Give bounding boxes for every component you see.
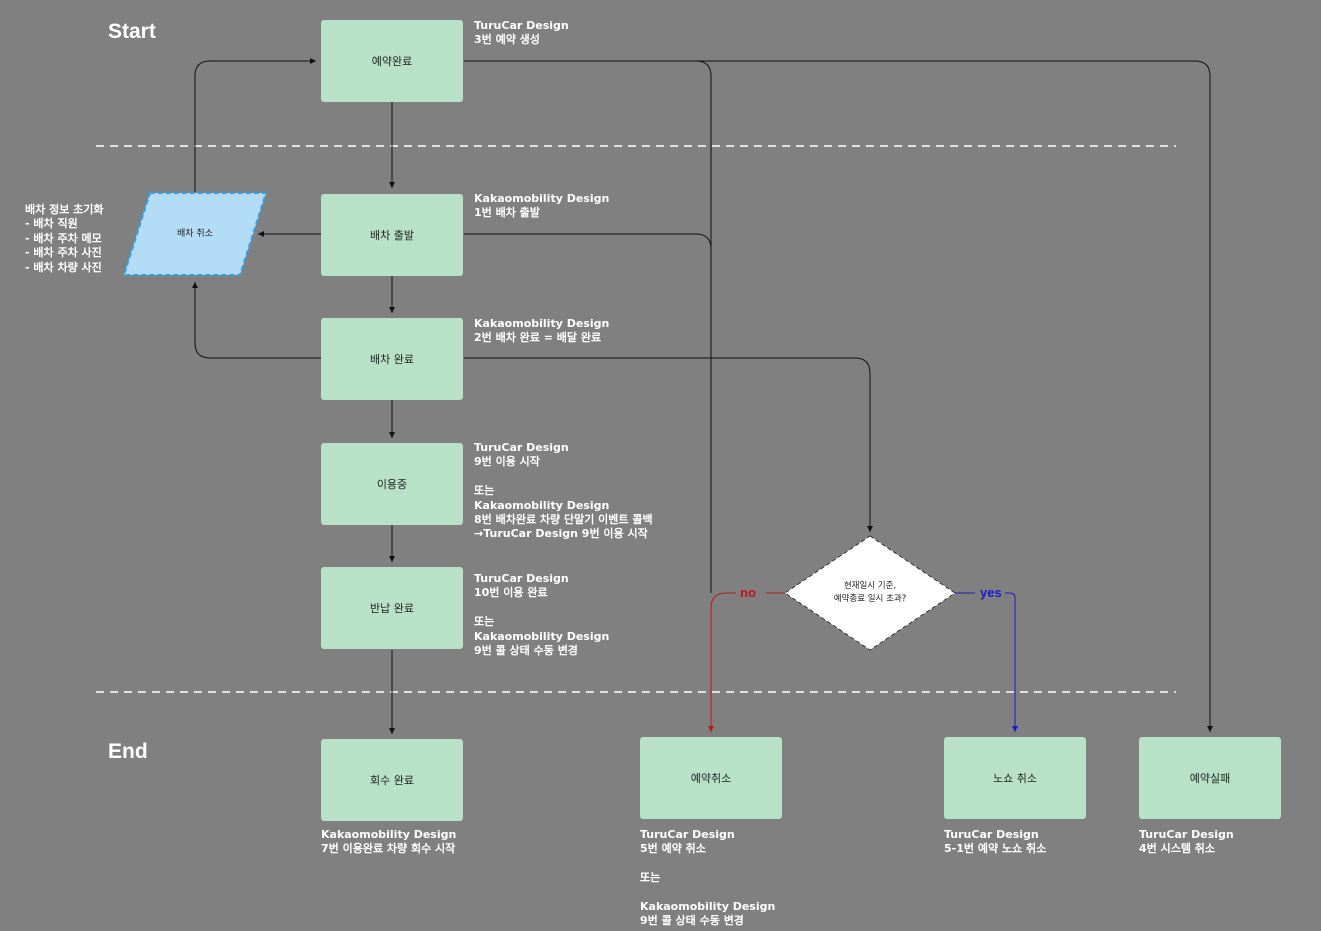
node-reservation-fail[interactable]: 예약실패 bbox=[1139, 737, 1281, 819]
note-line: Kakaomobility Design bbox=[474, 498, 610, 512]
note-line: 배차 정보 초기화 bbox=[25, 203, 104, 216]
note-line: TuruCar Design bbox=[944, 828, 1039, 841]
dispatch-cancel-parallelogram bbox=[122, 192, 268, 276]
note-line: →TuruCar Design 9번 이용 시작 bbox=[474, 527, 648, 541]
yes-branch-label: yes bbox=[978, 585, 1004, 600]
note-line: 8번 배차완료 차량 단말기 이벤트 콜백 bbox=[474, 513, 653, 527]
note-line bbox=[640, 886, 775, 900]
arrow-reserved-to-cancel-line bbox=[464, 60, 712, 593]
note-line: TuruCar Design bbox=[640, 828, 735, 841]
arrow-done-to-cancel bbox=[192, 282, 321, 359]
end-label: End bbox=[108, 740, 148, 763]
note-line: 또는 bbox=[640, 871, 661, 885]
note-line: Kakaomobility Design bbox=[474, 629, 610, 643]
arrow-reserved-to-fail bbox=[464, 60, 1213, 732]
node-dispatch-done[interactable]: 배차 완료 bbox=[321, 318, 463, 400]
node-returned[interactable]: 반납 완료 bbox=[321, 567, 463, 649]
no-branch-line bbox=[711, 592, 785, 732]
note-line: 2번 배차 완료 = 배달 완료 bbox=[474, 331, 602, 345]
note-line: - 배차 주차 메모 bbox=[25, 231, 102, 245]
note-line: 4번 시스템 취소 bbox=[1139, 842, 1216, 856]
decision-line-2: 예약종료 일시 초과? bbox=[833, 594, 907, 604]
decision-label: 현재일시 기준, 예약종료 일시 초과? bbox=[800, 580, 940, 606]
note-line: - 배차 차량 사진 bbox=[25, 260, 102, 274]
note-line: - 배차 주차 사진 bbox=[25, 246, 102, 260]
note-line: 또는 bbox=[474, 615, 495, 629]
node-reserved[interactable]: 예약완료 bbox=[321, 20, 463, 102]
note-line: 5번 예약 취소 bbox=[640, 842, 706, 856]
node-reservation-cancel[interactable]: 예약취소 bbox=[640, 737, 782, 819]
yes-branch-line bbox=[955, 592, 1015, 732]
note-line: 3번 예약 생성 bbox=[474, 33, 540, 47]
node-collected[interactable]: 회수 완료 bbox=[321, 739, 463, 821]
note-line: 5-1번 예약 노쇼 취소 bbox=[944, 842, 1047, 856]
no-branch-label: no bbox=[738, 585, 758, 600]
note-line: 7번 이용완료 차량 회수 시작 bbox=[321, 842, 456, 856]
note-line: TuruCar Design bbox=[1139, 828, 1234, 841]
arrow-cancel-to-reserved bbox=[194, 58, 316, 192]
note-line bbox=[474, 601, 609, 615]
dispatch-cancel-label: 배차 취소 bbox=[177, 229, 213, 239]
note-line: TuruCar Design bbox=[474, 441, 569, 454]
note-line bbox=[640, 857, 775, 871]
note-line: 9번 이용 시작 bbox=[474, 455, 540, 469]
decision-diamond bbox=[784, 535, 956, 651]
note-line: - 배차 직원 bbox=[25, 217, 78, 231]
node-in-use[interactable]: 이용중 bbox=[321, 443, 463, 525]
note-line: 9번 콜 상태 수동 변경 bbox=[640, 914, 744, 928]
note-line: Kakaomobility Design bbox=[474, 192, 610, 205]
note-line bbox=[474, 470, 653, 484]
note-line: TuruCar Design bbox=[474, 572, 569, 585]
note-line: 1번 배차 출발 bbox=[474, 206, 540, 220]
arrow-depart-to-cancel-line bbox=[464, 233, 712, 250]
note-line: 10번 이용 완료 bbox=[474, 586, 548, 600]
node-dispatch-depart[interactable]: 배차 출발 bbox=[321, 194, 463, 276]
note-dispatch-reset: 배차 정보 초기화- 배차 직원- 배차 주차 메모- 배차 주차 사진- 배차… bbox=[25, 203, 104, 275]
start-label: Start bbox=[108, 20, 156, 43]
arrow-done-to-decision bbox=[464, 357, 873, 532]
note-line: Kakaomobility Design bbox=[640, 900, 776, 913]
note-line: Kakaomobility Design bbox=[321, 828, 457, 841]
note-line: TuruCar Design bbox=[474, 19, 569, 32]
node-noshow-cancel[interactable]: 노쇼 취소 bbox=[944, 737, 1086, 819]
note-line: Kakaomobility Design bbox=[474, 317, 610, 330]
decision-line-1: 현재일시 기준, bbox=[843, 581, 897, 591]
note-line: 또는 bbox=[474, 484, 495, 498]
note-line: 9번 콜 상태 수동 변경 bbox=[474, 644, 578, 658]
